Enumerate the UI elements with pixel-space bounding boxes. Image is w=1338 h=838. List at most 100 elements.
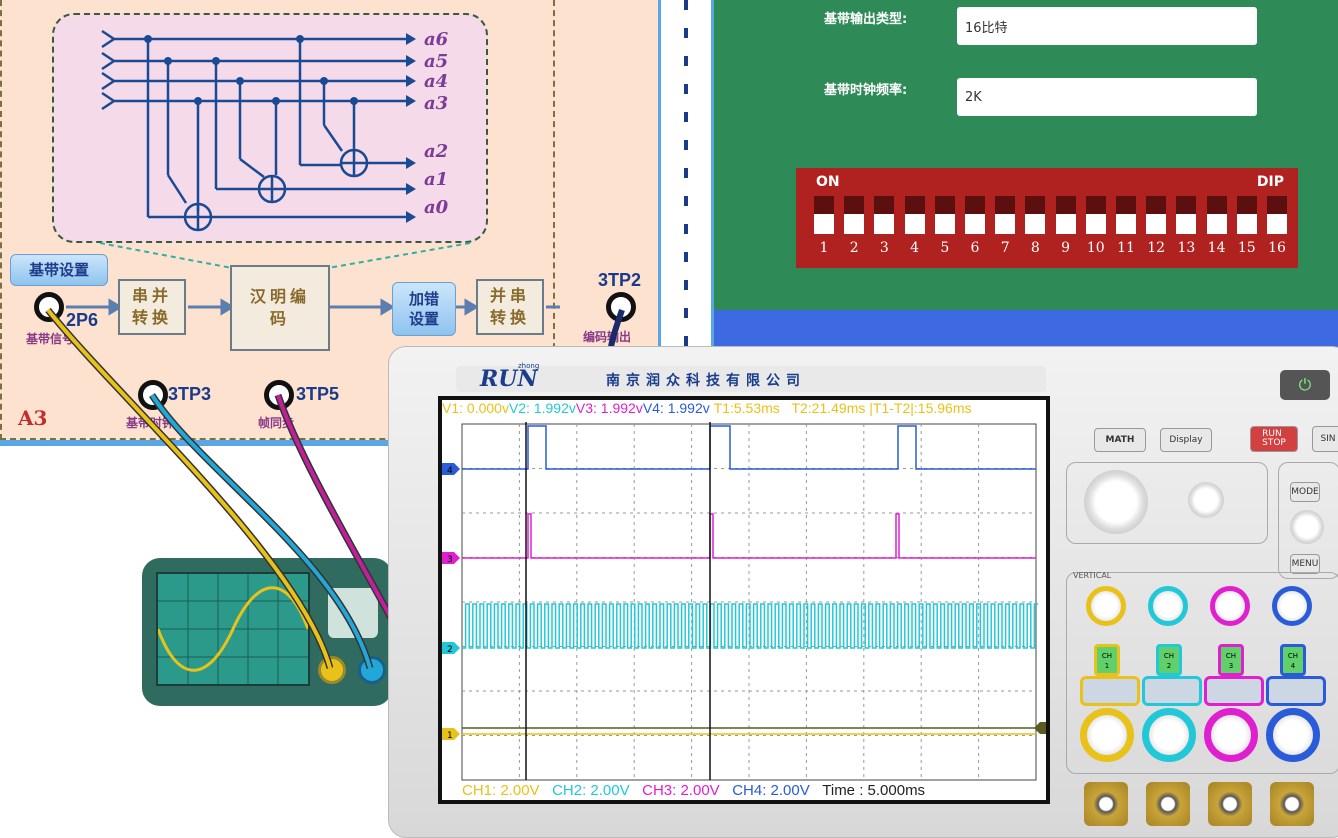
ch2-scale: CH2: 2.00V <box>552 782 630 799</box>
ch4-menu-pad[interactable] <box>1266 676 1326 706</box>
dip-switch-13[interactable] <box>1176 196 1196 234</box>
dip-switch-16[interactable] <box>1267 196 1287 234</box>
horizontal-scale-knob[interactable] <box>1084 470 1148 534</box>
clock-freq-label: 基带时钟频率: <box>824 79 907 98</box>
dip-switch-knob <box>905 196 925 214</box>
dip-number-15: 15 <box>1232 240 1262 256</box>
dip-number-3: 3 <box>869 240 899 256</box>
dip-switch-knob <box>1025 196 1045 214</box>
ch4-scale: CH4: 2.00V <box>732 782 810 799</box>
dip-switch-8[interactable] <box>1025 196 1045 234</box>
dip-switch-bank: ON DIP 12345678910111213141516 <box>796 168 1298 268</box>
dip-number-9: 9 <box>1051 240 1081 256</box>
ch4-scale-knob[interactable] <box>1266 708 1320 762</box>
dip-switch-knob <box>1267 196 1287 214</box>
t2-readout: T2:21.49ms <box>791 400 865 416</box>
display-button[interactable]: Display <box>1160 428 1212 452</box>
horizontal-position-knob[interactable] <box>1188 482 1224 518</box>
timebase-readout: Time : 5.000ms <box>822 782 925 799</box>
scope-brand-bar: RUN zhong 南京润众科技有限公司 <box>456 366 1046 392</box>
dt-readout: |T1-T2|:15.96ms <box>869 400 971 416</box>
dip-on-label: ON <box>816 174 840 190</box>
dip-switch-1[interactable] <box>814 196 834 234</box>
dip-switch-12[interactable] <box>1146 196 1166 234</box>
ch1-position-knob[interactable] <box>1086 586 1126 626</box>
ch3-select-button[interactable]: CH 3 <box>1218 644 1244 676</box>
channel-scale-footer: CH1: 2.00V CH2: 2.00V CH3: 2.00V CH4: 2.… <box>462 782 925 799</box>
scope-screen: V1: 0.000vV2: 1.992vV3: 1.992vV4: 1.992v… <box>442 400 1046 800</box>
power-button[interactable]: ⏻ <box>1280 370 1330 400</box>
dip-switch-knob <box>1056 196 1076 214</box>
config-panel-footer-bar <box>714 310 1338 350</box>
dip-number-14: 14 <box>1202 240 1232 256</box>
ch2-bnc-input[interactable] <box>1146 782 1190 826</box>
channel-marker-label-3: 3 <box>447 555 453 565</box>
dip-number-5: 5 <box>930 240 960 256</box>
dip-switch-knob <box>814 196 834 214</box>
dip-label: DIP <box>1257 174 1284 190</box>
dip-number-11: 11 <box>1111 240 1141 256</box>
dip-switch-3[interactable] <box>874 196 894 234</box>
ch3-menu-pad[interactable] <box>1204 676 1264 706</box>
ch1-select-button[interactable]: CH 1 <box>1094 644 1120 676</box>
channel-marker-label-2: 2 <box>447 645 453 655</box>
ch1-menu-pad[interactable] <box>1080 676 1140 706</box>
math-button[interactable]: MATH <box>1094 428 1146 452</box>
output-type-label: 基带输出类型: <box>824 8 907 27</box>
dip-switch-knob <box>1086 196 1106 214</box>
cursor-label-t1: T1 <box>521 422 532 424</box>
dip-switch-7[interactable] <box>995 196 1015 234</box>
dip-switch-4[interactable] <box>905 196 925 234</box>
ch2-select-button[interactable]: CH 2 <box>1156 644 1182 676</box>
single-button[interactable]: SIN <box>1312 426 1338 452</box>
ch2-scale-knob[interactable] <box>1142 708 1196 762</box>
dip-switch-knob <box>874 196 894 214</box>
ch4-select-button[interactable]: CH 4 <box>1280 644 1306 676</box>
dip-number-2: 2 <box>839 240 869 256</box>
dip-switch-14[interactable] <box>1207 196 1227 234</box>
channel-marker-label-1: 1 <box>447 731 453 741</box>
dip-switch-10[interactable] <box>1086 196 1106 234</box>
cursor-label-t2: T2 <box>705 422 716 424</box>
dip-switch-knob <box>995 196 1015 214</box>
dip-switch-knob <box>935 196 955 214</box>
ch3-scale-knob[interactable] <box>1204 708 1258 762</box>
ch1-scale-knob[interactable] <box>1080 708 1134 762</box>
company-name: 南京润众科技有限公司 <box>606 370 806 390</box>
output-type-field[interactable]: 16比特 <box>957 7 1257 45</box>
ch1-bnc-input[interactable] <box>1084 782 1128 826</box>
dip-number-6: 6 <box>960 240 990 256</box>
ch2-position-knob[interactable] <box>1148 586 1188 626</box>
ch3-bnc-input[interactable] <box>1208 782 1252 826</box>
v4-readout: V4: 1.992v <box>643 400 710 416</box>
dip-number-1: 1 <box>809 240 839 256</box>
channel-marker-label-4: 4 <box>447 466 453 476</box>
dip-switch-knob <box>1207 196 1227 214</box>
dip-switch-knob <box>965 196 985 214</box>
v2-readout: V2: 1.992v <box>509 400 576 416</box>
mode-button[interactable]: MODE <box>1290 482 1320 502</box>
clock-freq-field[interactable]: 2K <box>957 78 1257 116</box>
dip-switch-9[interactable] <box>1056 196 1076 234</box>
dip-number-7: 7 <box>990 240 1020 256</box>
dip-number-8: 8 <box>1020 240 1050 256</box>
ch2-menu-pad[interactable] <box>1142 676 1202 706</box>
dip-switch-knob <box>844 196 864 214</box>
run-stop-button[interactable]: RUN STOP <box>1250 426 1298 452</box>
dip-switch-knob <box>1116 196 1136 214</box>
menu-button[interactable]: MENU <box>1290 554 1320 574</box>
ch4-position-knob[interactable] <box>1272 586 1312 626</box>
ch4-bnc-input[interactable] <box>1270 782 1314 826</box>
ch3-position-knob[interactable] <box>1210 586 1250 626</box>
dip-number-10: 10 <box>1081 240 1111 256</box>
dip-switch-11[interactable] <box>1116 196 1136 234</box>
dip-switch-2[interactable] <box>844 196 864 234</box>
dip-switch-6[interactable] <box>965 196 985 234</box>
v1-readout: V1: 0.000v <box>442 400 509 416</box>
ch2-trace <box>462 604 1038 648</box>
dip-number-12: 12 <box>1141 240 1171 256</box>
dip-switch-5[interactable] <box>935 196 955 234</box>
v3-readout: V3: 1.992v <box>576 400 643 416</box>
trigger-level-knob[interactable] <box>1290 510 1324 544</box>
dip-switch-15[interactable] <box>1237 196 1257 234</box>
